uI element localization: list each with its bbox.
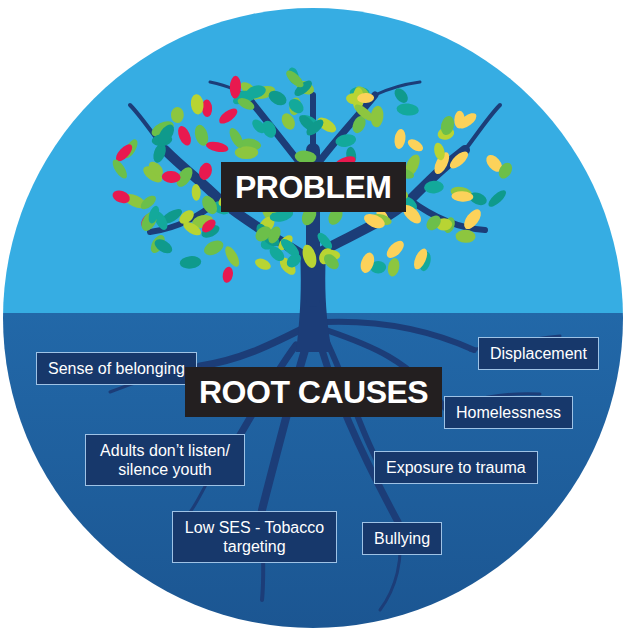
leaf [335, 133, 357, 149]
ground [0, 313, 625, 635]
leaf [147, 204, 162, 224]
leaf [191, 184, 201, 201]
sky [0, 0, 625, 313]
leaf [177, 207, 197, 226]
leaf [304, 117, 326, 138]
leaf [190, 93, 205, 115]
leaf [286, 96, 306, 116]
leaf [370, 105, 385, 128]
leaves [110, 66, 515, 283]
leaf [193, 123, 211, 147]
leaf [461, 206, 484, 232]
cause-text: Bullying [374, 529, 430, 548]
leaf [439, 115, 456, 137]
leaf [384, 238, 407, 261]
leaf [393, 128, 406, 149]
root-causes-box: ROOT CAUSES [185, 367, 442, 417]
leaf [486, 188, 509, 210]
leaf [411, 247, 430, 272]
leaf [244, 83, 267, 101]
leaf [227, 126, 246, 150]
leaf [423, 213, 443, 233]
cause-text: Adults don’t listen/ silence youth [97, 441, 233, 479]
leaf [358, 251, 376, 275]
cause-text: Displacement [490, 344, 587, 363]
heading-text: PROBLEM [235, 168, 392, 206]
leaf [200, 217, 218, 235]
leaf [454, 111, 465, 129]
leaf [197, 161, 214, 181]
cause-text: Low SES - Tobacco targeting [184, 518, 325, 556]
leaf [392, 86, 411, 106]
leaf [321, 251, 342, 272]
leaf [451, 191, 474, 203]
leaf [447, 149, 471, 172]
branches [130, 82, 500, 300]
leaf [111, 188, 132, 205]
leaf [217, 106, 240, 127]
leaf [155, 122, 177, 147]
problem-box: PROBLEM [221, 162, 406, 212]
leaf [179, 255, 202, 270]
leaf [396, 102, 420, 116]
leaf [386, 257, 401, 278]
root-cause-box: Bullying [362, 522, 442, 555]
leaf [171, 107, 184, 124]
root-cause-box: Low SES - Tobacco targeting [172, 511, 337, 563]
leaf [202, 237, 226, 258]
leaf [455, 229, 475, 243]
cause-text: Sense of belonging [48, 359, 185, 378]
leaf [362, 211, 387, 231]
leaf [284, 251, 304, 270]
root-cause-box: Homelessness [444, 396, 573, 429]
root-cause-box: Adults don’t listen/ silence youth [85, 434, 245, 486]
cause-text: Homelessness [456, 403, 561, 422]
root-cause-box: Displacement [478, 337, 599, 370]
root-cause-box: Sense of belonging [36, 352, 197, 385]
leaf [235, 146, 258, 159]
leaf [222, 244, 242, 269]
leaf [300, 243, 319, 269]
leaf [253, 256, 272, 272]
leaf [432, 142, 446, 162]
leaf [283, 68, 306, 90]
leaf [424, 180, 445, 194]
heading-text: ROOT CAUSES [199, 373, 428, 411]
leaf [357, 93, 375, 104]
leaf [110, 157, 130, 181]
leaf [221, 266, 234, 284]
leaf [496, 160, 515, 181]
root-cause-box: Exposure to trauma [374, 451, 538, 484]
leaf [266, 224, 283, 245]
leaf [162, 171, 181, 184]
leaf [175, 124, 193, 147]
cause-text: Exposure to trauma [386, 458, 526, 477]
leaf [229, 76, 241, 99]
leaf [199, 193, 220, 217]
leaf [406, 137, 425, 154]
leaf [205, 140, 229, 154]
leaf [315, 230, 335, 251]
leaf [250, 117, 268, 136]
leaf [152, 236, 174, 256]
leaf [236, 95, 256, 112]
leaf [266, 88, 289, 109]
